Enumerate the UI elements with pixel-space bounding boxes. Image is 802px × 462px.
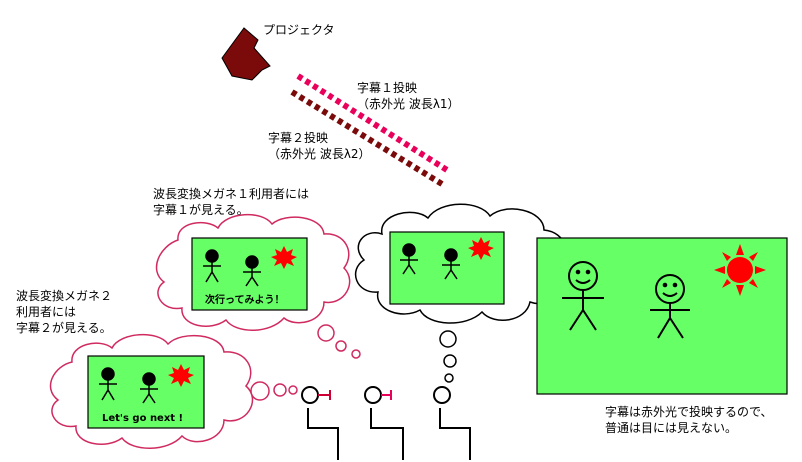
bubbles-1 [317,324,361,359]
beam1-sublabel: （赤外光 波長λ1） [357,97,460,111]
beam-1 [296,73,449,173]
cloud1-figures [203,249,261,287]
main-screen-note-line2: 普通は目には見えない。 [605,421,738,435]
viewer-3-seated [433,386,471,460]
viewer2-note-line2: 利用者には [16,305,77,319]
viewer2-note-line3: 字幕２が見える。 [16,321,112,335]
beam2-label: 字幕２投映 [268,131,329,145]
thought-cloud-2 [49,333,254,449]
cloud1-burst-icon [271,246,297,269]
main-figure-2 [650,274,690,339]
main-screen-note-line1: 字幕は赤外光で投映するので、 [605,405,773,419]
sun-icon [714,244,766,296]
cloud2-burst-icon [168,364,194,387]
cloud3-figures [400,243,460,280]
main-figure-1 [562,261,604,331]
beam-2 [290,89,444,187]
viewer-1-seated [301,386,339,460]
beam2-sublabel: （赤外光 波長λ2） [268,147,371,161]
bubbles-3 [439,330,457,383]
viewer-2-seated [364,386,404,460]
thought-cloud-3 [354,203,568,324]
bubbles-2 [250,381,298,401]
projector-label: プロジェクタ [263,23,335,37]
viewer1-note-line2: 字幕１が見える。 [153,203,249,217]
viewer1-subtitle: 次行ってみよう！ [205,295,285,306]
beam1-label: 字幕１投映 [357,81,418,95]
viewer2-subtitle: Let's go next ! [102,413,184,424]
cloud3-burst-icon [468,237,494,260]
projector-icon [221,27,271,81]
viewer1-note-line1: 波長変換メガネ１利用者には [153,187,310,201]
cloud2-figures [99,367,158,404]
viewer2-note-line1: 波長変換メガネ２ [16,289,113,303]
